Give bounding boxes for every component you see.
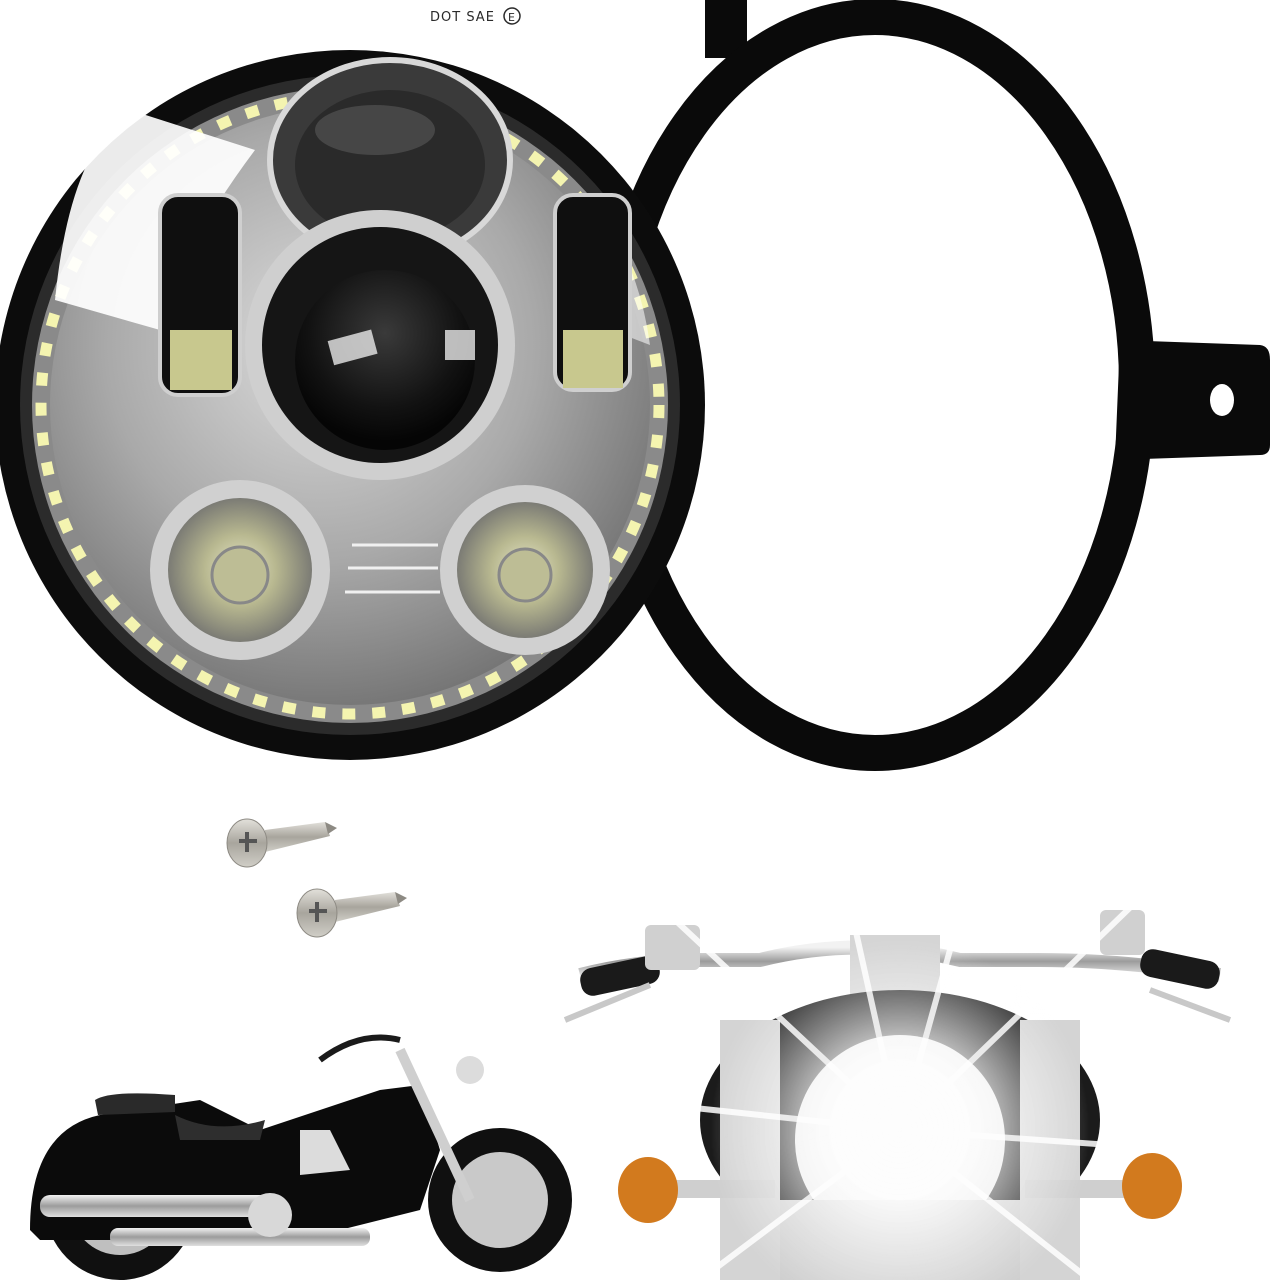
side-headlight — [456, 1056, 484, 1084]
front-fork — [395, 1047, 475, 1203]
dot-sae-marking: DOT SAE — [430, 10, 495, 25]
right-grip — [1140, 949, 1220, 989]
screw — [226, 818, 337, 868]
light-burst — [597, 837, 1203, 1280]
engine-crankcase — [248, 1193, 292, 1237]
right-led-chips — [563, 330, 623, 388]
halo-led-ring — [35, 90, 665, 720]
svg-text:E: E — [508, 11, 515, 24]
mounting-bracket — [595, 0, 1270, 771]
left-lever — [563, 982, 652, 1023]
led-headlight: DOT SAE E — [0, 7, 705, 760]
center-vent — [345, 543, 440, 594]
mounting-screws — [226, 818, 407, 938]
lens-glare-left — [55, 110, 255, 330]
bracket-mount-tab — [1115, 340, 1270, 460]
screw — [296, 888, 407, 938]
upper-exhaust — [40, 1195, 280, 1217]
handlebar — [318, 1034, 401, 1063]
seat — [175, 1115, 265, 1140]
right-mirror-mount — [1100, 910, 1145, 955]
motorcycle-side-view — [30, 1034, 572, 1280]
left-mirror-mount — [645, 925, 700, 970]
left-led-chips — [170, 330, 232, 390]
rear-seat — [95, 1093, 175, 1115]
bracket-mount-hole — [1210, 384, 1234, 416]
lower-exhaust — [110, 1228, 370, 1246]
right-lever — [1148, 987, 1232, 1023]
engine-cover — [300, 1130, 350, 1175]
motorcycle-front-view — [563, 837, 1232, 1280]
right-turn-signal — [1122, 1153, 1182, 1219]
main-projector-lens — [295, 270, 475, 450]
e-mark-badge — [503, 7, 521, 25]
left-grip — [580, 956, 660, 996]
left-turn-signal — [618, 1157, 678, 1223]
